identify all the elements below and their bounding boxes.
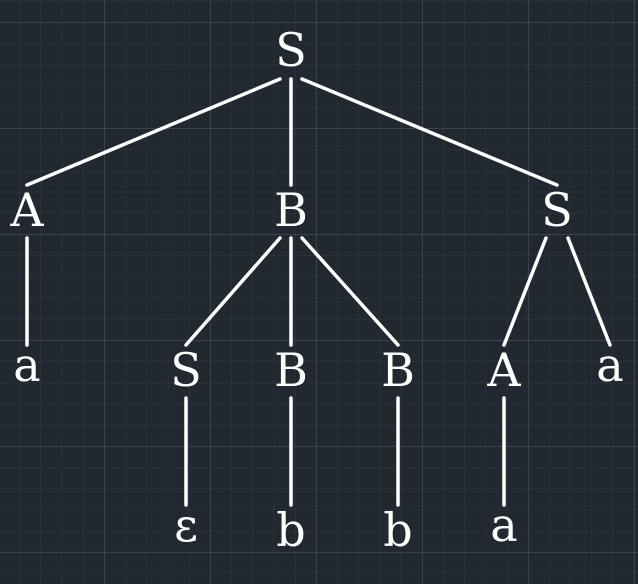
node-terminal-b-1: b [276, 503, 305, 557]
node-b-under-b-2: B [381, 343, 415, 397]
tree-edges [25, 77, 612, 507]
edge-b-to-s [184, 236, 282, 347]
node-b: B [274, 183, 308, 237]
node-terminal-a-bottom: a [490, 498, 517, 552]
node-terminal-a: a [13, 338, 40, 392]
node-a: A [9, 183, 44, 237]
edge-root-to-s [300, 77, 559, 187]
node-terminal-b-2: b [383, 503, 412, 557]
edge-b-to-b-right [300, 236, 400, 347]
edge-s-to-a [502, 236, 548, 347]
node-s-under-b: S [170, 343, 202, 397]
node-a-under-s: A [486, 343, 521, 397]
edge-root-to-a [25, 77, 282, 187]
node-s: S [541, 183, 573, 237]
node-terminal-a-right: a [596, 338, 623, 392]
tree-nodes: S A B S a S B B A a ε b b a [9, 23, 623, 557]
edge-s-to-a-terminal [566, 236, 612, 347]
node-root-s: S [275, 23, 307, 77]
node-epsilon: ε [174, 498, 198, 552]
node-b-under-b-1: B [274, 343, 308, 397]
